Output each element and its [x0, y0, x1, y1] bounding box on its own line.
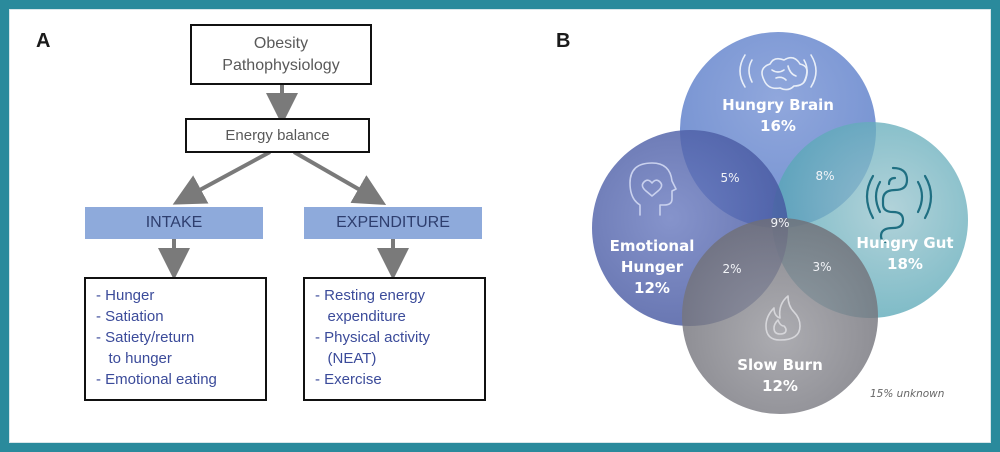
emotional-hunger-name-line1: Emotional	[610, 237, 695, 255]
overlap-center: 9%	[770, 216, 789, 230]
hungry-brain-pct: 16%	[760, 117, 796, 135]
intake-label: INTAKE	[145, 214, 203, 231]
head-heart-icon	[629, 162, 677, 216]
emotional-hunger-name-line2: Hunger	[621, 258, 684, 276]
slow-burn-pct: 12%	[762, 377, 798, 395]
expenditure-list: - Resting energy expenditure - Physical …	[303, 277, 486, 401]
flame-icon	[765, 295, 801, 341]
panel-b-letter: B	[556, 30, 571, 52]
overlap-emotional-slow: 2%	[722, 262, 741, 276]
hungry-gut-name: Hungry Gut	[856, 234, 953, 252]
list-item: - Emotional eating	[96, 371, 217, 388]
overlap-gut-slow: 3%	[812, 260, 831, 274]
figure-inner-border	[9, 9, 991, 443]
list-item: to hunger	[96, 350, 172, 367]
emotional-hunger-pct: 12%	[634, 279, 670, 297]
gut-icon	[865, 166, 933, 244]
list-item: - Exercise	[315, 371, 382, 388]
list-item: expenditure	[315, 308, 406, 325]
intake-list: - Hunger - Satiation - Satiety/return to…	[84, 277, 267, 401]
list-item: - Satiation	[96, 308, 164, 325]
panel-a-letter: A	[36, 30, 51, 52]
expenditure-box: EXPENDITURE	[304, 207, 482, 239]
hungry-gut-pct: 18%	[887, 255, 923, 273]
list-item: - Resting energy	[315, 287, 426, 304]
overlap-brain-emotional: 5%	[720, 171, 739, 185]
hungry-brain-name: Hungry Brain	[722, 96, 834, 114]
arrow-balance-to-expenditure	[293, 150, 387, 205]
list-item: - Physical activity	[315, 329, 431, 346]
list-item: (NEAT)	[315, 350, 377, 367]
obesity-pathophysiology-box: Obesity Pathophysiology	[190, 24, 372, 85]
root-line1: Obesity	[253, 34, 309, 52]
energy-balance-label: Energy balance	[225, 127, 330, 144]
list-item: - Hunger	[96, 287, 155, 304]
brain-icon	[739, 54, 817, 91]
expenditure-label: EXPENDITURE	[336, 214, 450, 231]
slow-burn-name: Slow Burn	[737, 356, 823, 374]
energy-balance-box: Energy balance	[185, 118, 370, 153]
overlap-brain-gut: 8%	[815, 169, 834, 183]
unknown-percentage-note: 15% unknown	[870, 388, 945, 400]
arrow-balance-to-intake	[172, 150, 271, 205]
list-item: - Satiety/return	[96, 329, 195, 346]
intake-box: INTAKE	[85, 207, 263, 239]
root-line2: Pathophysiology	[222, 56, 340, 74]
